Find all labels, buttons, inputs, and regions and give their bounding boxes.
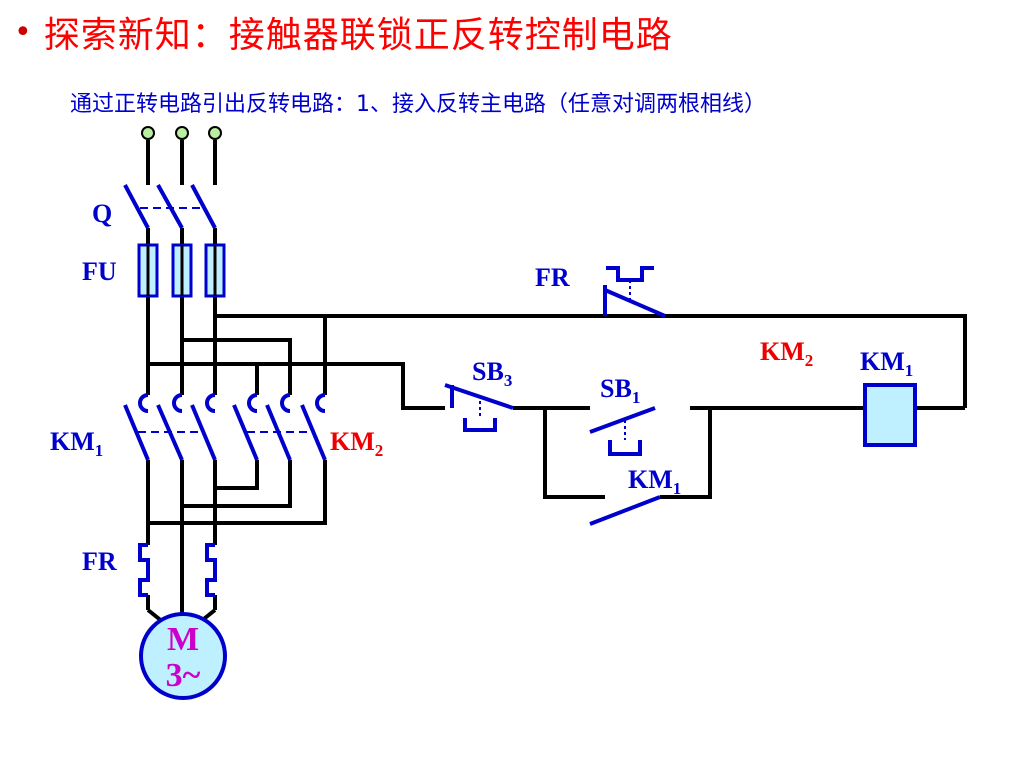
motor: M 3~ <box>139 612 227 700</box>
bullet: • <box>14 14 32 50</box>
fuses <box>137 243 226 298</box>
motor-label-phase: 3~ <box>166 657 201 694</box>
label-sb3: SB3 <box>472 357 512 390</box>
km1-main-contacts <box>123 393 217 461</box>
terminal-l1 <box>141 126 155 140</box>
label-q: Q <box>92 199 112 228</box>
q-switch <box>123 184 217 229</box>
control-wires <box>513 406 965 499</box>
terminal-l3 <box>208 126 222 140</box>
fr-thermal-elements <box>138 543 217 597</box>
label-km1-main: KM1 <box>50 427 103 460</box>
label-fu: FU <box>82 257 117 286</box>
sb1-start-button <box>589 406 656 456</box>
label-km1-aux: KM1 <box>628 465 681 498</box>
label-km2-main: KM2 <box>330 427 383 460</box>
motor-circle <box>139 612 227 700</box>
main-circuit-wires <box>146 140 967 624</box>
terminal-l2 <box>175 126 189 140</box>
km2-main-contacts <box>232 393 327 461</box>
slide-title: 探索新知：接触器联锁正反转控制电路 <box>43 15 673 56</box>
motor-label-m: M <box>167 621 199 658</box>
supply-terminals <box>141 126 222 140</box>
km1-coil <box>863 383 917 447</box>
slide-subtitle: 通过正转电路引出反转电路：1、接入反转主电路（任意对调两根相线） <box>70 92 766 117</box>
label-km1-coil: KM1 <box>860 347 913 380</box>
label-sb1: SB1 <box>600 374 640 407</box>
title-row: • 探索新知：接触器联锁正反转控制电路 <box>14 4 673 60</box>
km1-aux-contact <box>589 495 661 526</box>
label-fr-control: FR <box>535 263 570 292</box>
label-km2-control: KM2 <box>760 337 813 370</box>
fr-nc-contact <box>603 266 666 318</box>
label-fr-main: FR <box>82 547 117 576</box>
sb3-stop-button <box>444 383 514 432</box>
